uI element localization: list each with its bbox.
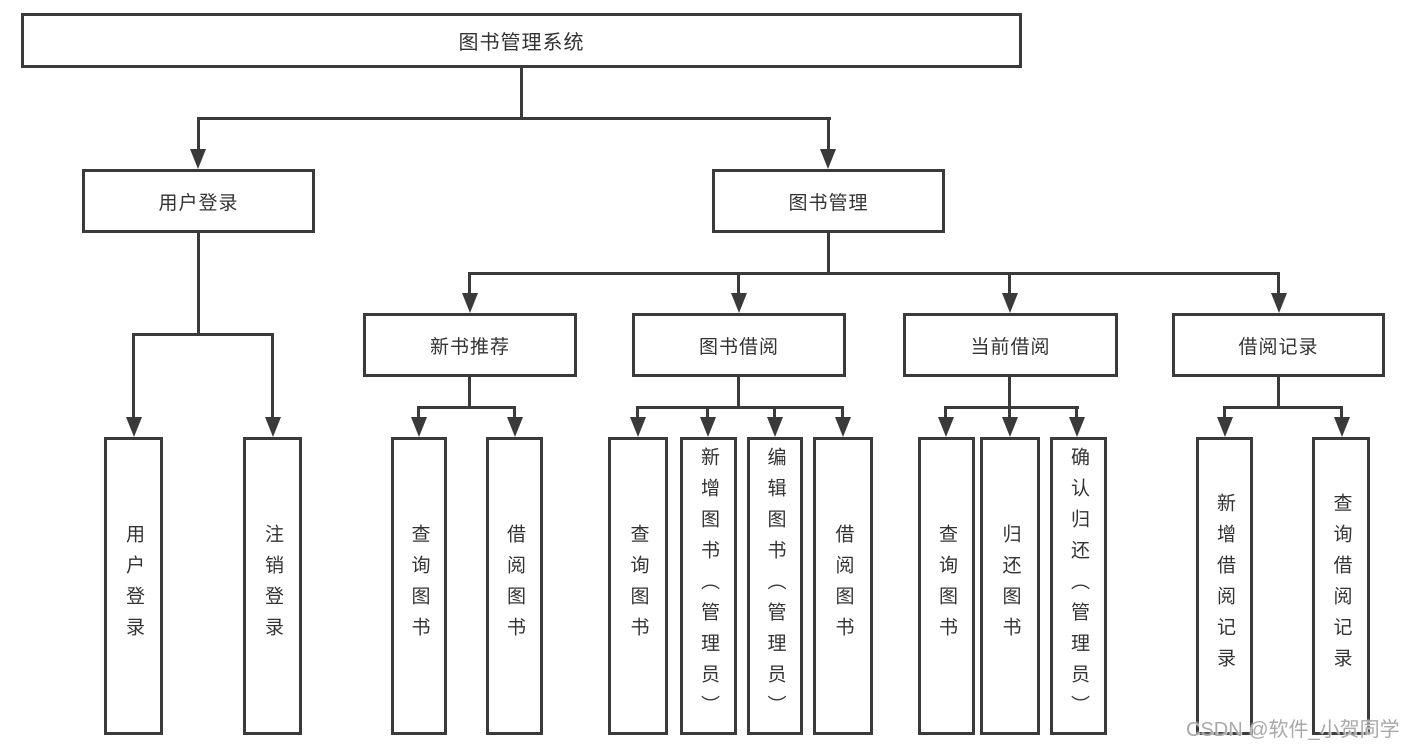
arrowhead-book-management [820,149,836,169]
leaf-recommend-borrow-books-label: 借阅图书 [504,524,525,648]
leaf-recommend-query-books-label: 查询图书 [408,524,430,648]
node-book-borrow: 图书借阅 [632,313,846,377]
connector-stem-new-book-recommend [468,272,471,295]
leaf-confirm-return-admin-label: 确认归还（管理员） [1068,446,1089,726]
connector-stem-bb-query [636,406,639,419]
connector-stem-user-login [197,117,200,151]
arrowhead-book-borrow [731,293,747,313]
connector-book-borrow-stem2 [737,377,740,409]
connector-user-login-stem [197,233,200,335]
arrowhead-br-query [1334,417,1350,437]
connector-stem-leaf-user-login [132,333,135,419]
leaf-user-login: 用户登录 [104,437,163,735]
node-book-borrow-label: 图书借阅 [698,336,779,358]
leaf-add-books-admin: 新增图书（管理员） [680,437,737,735]
connector-stem-borrow-records [1277,272,1280,295]
connector-stem-bb-borrow [841,406,844,419]
connector-stem-leaf-logout [271,333,274,419]
connector-stem-book-management [827,117,830,151]
leaf-add-books-admin-label: 新增图书（管理员） [698,446,719,726]
arrowhead-recommend-query [411,417,427,437]
connector-borrow-records-bus [1223,406,1342,409]
connector-stem-book-borrow [737,272,740,295]
arrowhead-bb-edit [767,417,783,437]
arrowhead-bb-add [700,417,716,437]
leaf-borrow-books-label: 借阅图书 [832,524,854,648]
arrowhead-cb-confirm [1069,417,1085,437]
leaf-confirm-return-admin: 确认归还（管理员） [1050,437,1107,735]
connector-current-borrow-bus [944,406,1079,409]
leaf-current-query-books: 查询图书 [918,437,975,735]
leaf-recommend-query-books: 查询图书 [391,437,447,735]
arrowhead-current-borrow [1002,293,1018,313]
leaf-recommend-borrow-books: 借阅图书 [486,437,543,735]
connector-book-management-stem [827,233,830,274]
node-new-book-recommend: 新书推荐 [363,313,577,377]
connector-stem-br-add [1223,406,1226,419]
connector-stem-recommend-query [417,406,420,419]
arrowhead-cb-return [1002,417,1018,437]
node-root-label: 图书管理系统 [458,32,585,54]
leaf-logout: 注销登录 [243,437,302,735]
leaf-current-query-books-label: 查询图书 [936,524,957,648]
arrowhead-leaf-logout [265,417,281,437]
leaf-borrow-query-books: 查询图书 [608,437,668,735]
leaf-query-borrow-record: 查询借阅记录 [1312,437,1370,735]
arrowhead-bb-query [630,417,646,437]
leaf-edit-books-admin: 编辑图书（管理员） [747,437,803,735]
arrowhead-new-book-recommend [462,293,478,313]
leaf-return-books: 归还图书 [980,437,1040,735]
node-borrow-records: 借阅记录 [1172,313,1385,377]
node-book-management-label: 图书管理 [788,192,869,214]
node-user-login: 用户登录 [82,169,315,233]
connector-level2-bus [197,117,831,120]
arrowhead-recommend-borrow [507,417,523,437]
connector-stem-bb-edit [773,406,776,419]
connector-book-borrow-bus [636,406,844,409]
connector-user-login-bus [132,333,274,336]
leaf-user-login-label: 用户登录 [123,524,144,648]
arrowhead-user-login [190,149,206,169]
node-new-book-recommend-label: 新书推荐 [429,336,510,358]
watermark-text: CSDN @软件_小贺同学 [1186,719,1400,741]
node-user-login-label: 用户登录 [158,192,239,214]
connector-stem-cb-query [944,406,947,419]
connector-recommend-bus [417,406,516,409]
connector-stem-cb-confirm [1075,406,1078,419]
arrowhead-cb-query [938,417,954,437]
leaf-logout-label: 注销登录 [262,524,283,648]
arrowhead-br-add [1217,417,1233,437]
leaf-return-books-label: 归还图书 [999,524,1021,648]
arrowhead-leaf-user-login [126,417,142,437]
connector-stem-recommend-borrow [513,406,516,419]
connector-stem-cb-return [1008,406,1011,419]
connector-current-borrow-stem2 [1008,377,1011,409]
arrowhead-borrow-records [1271,293,1287,313]
connector-root-stem [520,68,523,119]
leaf-borrow-query-books-label: 查询图书 [627,524,649,648]
node-current-borrow-label: 当前借阅 [970,336,1051,358]
connector-stem-bb-add [706,406,709,419]
leaf-query-borrow-record-label: 查询借阅记录 [1330,493,1352,679]
connector-recommend-stem [468,377,471,409]
leaf-borrow-books: 借阅图书 [813,437,873,735]
leaf-add-borrow-record: 新增借阅记录 [1196,437,1253,735]
node-root: 图书管理系统 [21,13,1022,68]
connector-stem-current-borrow [1008,272,1011,295]
node-borrow-records-label: 借阅记录 [1238,336,1319,358]
connector-borrow-records-stem2 [1277,377,1280,409]
node-current-borrow: 当前借阅 [903,313,1118,377]
node-book-management: 图书管理 [712,169,945,233]
connector-level3-bus [468,272,1280,275]
connector-stem-br-query [1340,406,1343,419]
arrowhead-bb-borrow [835,417,851,437]
leaf-add-borrow-record-label: 新增借阅记录 [1214,493,1235,679]
leaf-edit-books-admin-label: 编辑图书（管理员） [764,446,786,726]
